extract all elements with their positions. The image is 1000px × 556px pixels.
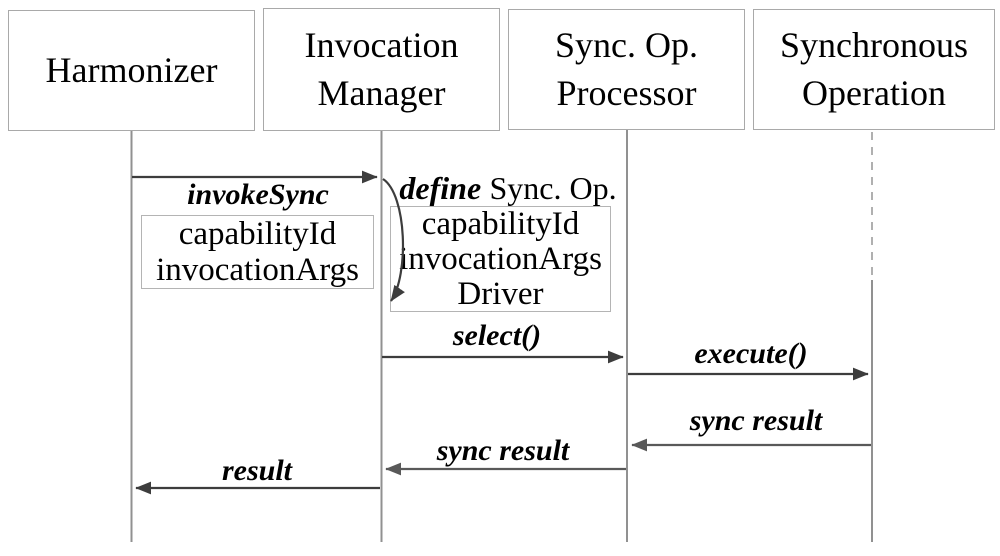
- define-target: Sync. Op.: [489, 170, 617, 206]
- participant-label: Manager: [317, 72, 446, 113]
- participant-label: Invocation: [304, 24, 459, 65]
- param-driver: Driver: [457, 275, 544, 312]
- participant-box-sync-op-processor: Sync. Op. Processor: [508, 9, 745, 130]
- invokesync-params-box: capabilityId invocationArgs: [141, 215, 374, 289]
- participant-label: Operation: [802, 72, 946, 113]
- param-capabilityid: capabilityId: [178, 216, 337, 252]
- param-invocationargs: invocationArgs: [399, 240, 602, 277]
- param-capabilityid: capabilityId: [421, 205, 580, 242]
- message-label-sync-result-2: sync result: [436, 434, 570, 467]
- message-label-execute: execute(): [694, 337, 808, 370]
- participant-label: Harmonizer: [45, 49, 218, 90]
- define-params-box: capabilityId invocationArgs Driver: [390, 206, 611, 312]
- message-label-result: result: [221, 454, 293, 487]
- param-invocationargs: invocationArgs: [156, 252, 359, 288]
- define-keyword: define: [399, 170, 482, 206]
- participant-box-invocation-manager: Invocation Manager: [263, 8, 500, 131]
- message-label-invokesync: invokeSync: [187, 178, 329, 211]
- message-label-select: select(): [452, 319, 542, 352]
- message-label-sync-result-1: sync result: [689, 404, 823, 437]
- participant-label: Sync. Op.: [555, 24, 698, 65]
- participant-label: Processor: [556, 72, 697, 113]
- participant-box-synchronous-operation: Synchronous Operation: [753, 9, 995, 130]
- participant-box-harmonizer: Harmonizer: [8, 10, 255, 131]
- participant-label: Synchronous: [780, 24, 968, 65]
